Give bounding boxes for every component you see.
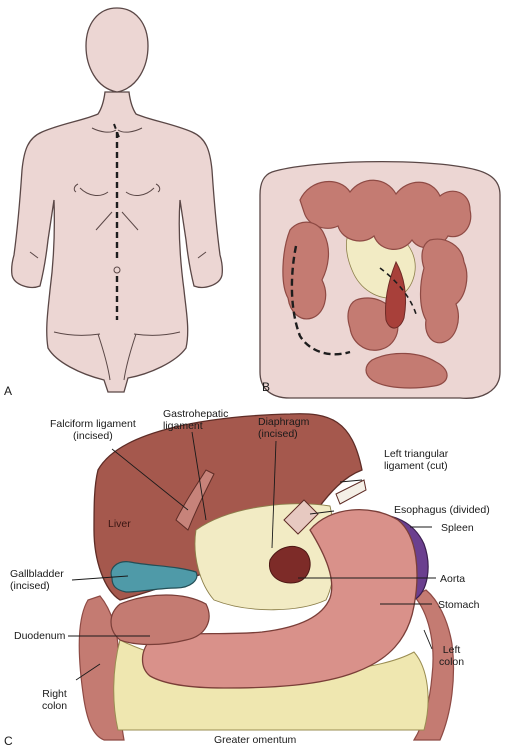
small-bowel	[282, 179, 472, 389]
label-spleen: Spleen	[441, 522, 474, 534]
label-right-colon: Right colon	[42, 688, 67, 712]
label-gastrohepatic-line2: ligament	[163, 420, 203, 432]
label-duodenum: Duodenum	[14, 630, 66, 642]
torso-details	[29, 127, 207, 381]
label-right-colon-line1: Right	[42, 688, 67, 700]
label-gallbladder-line2: (incised)	[10, 580, 50, 592]
panel-label-b: B	[262, 380, 271, 394]
gallbladder	[110, 561, 198, 593]
label-left-triangular-line1: Left triangular	[384, 448, 449, 460]
label-diaphragm-line2: (incised)	[258, 428, 298, 440]
label-left-triangular-line2: ligament (cut)	[384, 460, 448, 472]
panel-label-a: A	[4, 384, 13, 398]
label-gastrohepatic-line1: Gastrohepatic	[163, 408, 229, 420]
label-greater-omentum: Greater omentum	[214, 734, 297, 746]
label-left-colon-line1: Left	[442, 644, 461, 656]
panel-label-c: C	[4, 734, 13, 748]
incision-line-b	[290, 245, 351, 356]
stomach	[141, 509, 418, 689]
label-falciform-line1: Falciform ligament	[50, 418, 136, 430]
leader-lines	[68, 431, 436, 681]
label-left-colon: Left colon	[439, 644, 464, 668]
label-gastrohepatic-ligament: Gastrohepatic ligament	[163, 408, 228, 432]
label-left-colon-line2: colon	[439, 656, 465, 668]
gastrohepatic-ligament	[194, 503, 336, 611]
label-aorta: Aorta	[440, 573, 466, 585]
label-gallbladder: Gallbladder (incised)	[10, 568, 64, 592]
label-diaphragm-line1: Diaphragm	[258, 416, 310, 428]
torso-figure	[10, 7, 224, 393]
label-diaphragm: Diaphragm (incised)	[258, 416, 309, 440]
label-gallbladder-line1: Gallbladder	[10, 568, 64, 580]
label-stomach: Stomach	[438, 599, 480, 611]
label-falciform-ligament: Falciform ligament (incised)	[50, 418, 136, 442]
aorta	[268, 545, 311, 584]
label-falciform-line2: (incised)	[73, 430, 113, 442]
label-right-colon-line2: colon	[42, 700, 68, 712]
label-liver: Liver	[108, 518, 131, 530]
label-left-triangular-ligament: Left triangular ligament (cut)	[384, 448, 448, 472]
duodenum	[110, 594, 210, 646]
label-esophagus: Esophagus (divided)	[394, 504, 490, 516]
head	[85, 7, 149, 93]
esophagus	[283, 499, 319, 535]
aorta-b	[385, 260, 407, 329]
